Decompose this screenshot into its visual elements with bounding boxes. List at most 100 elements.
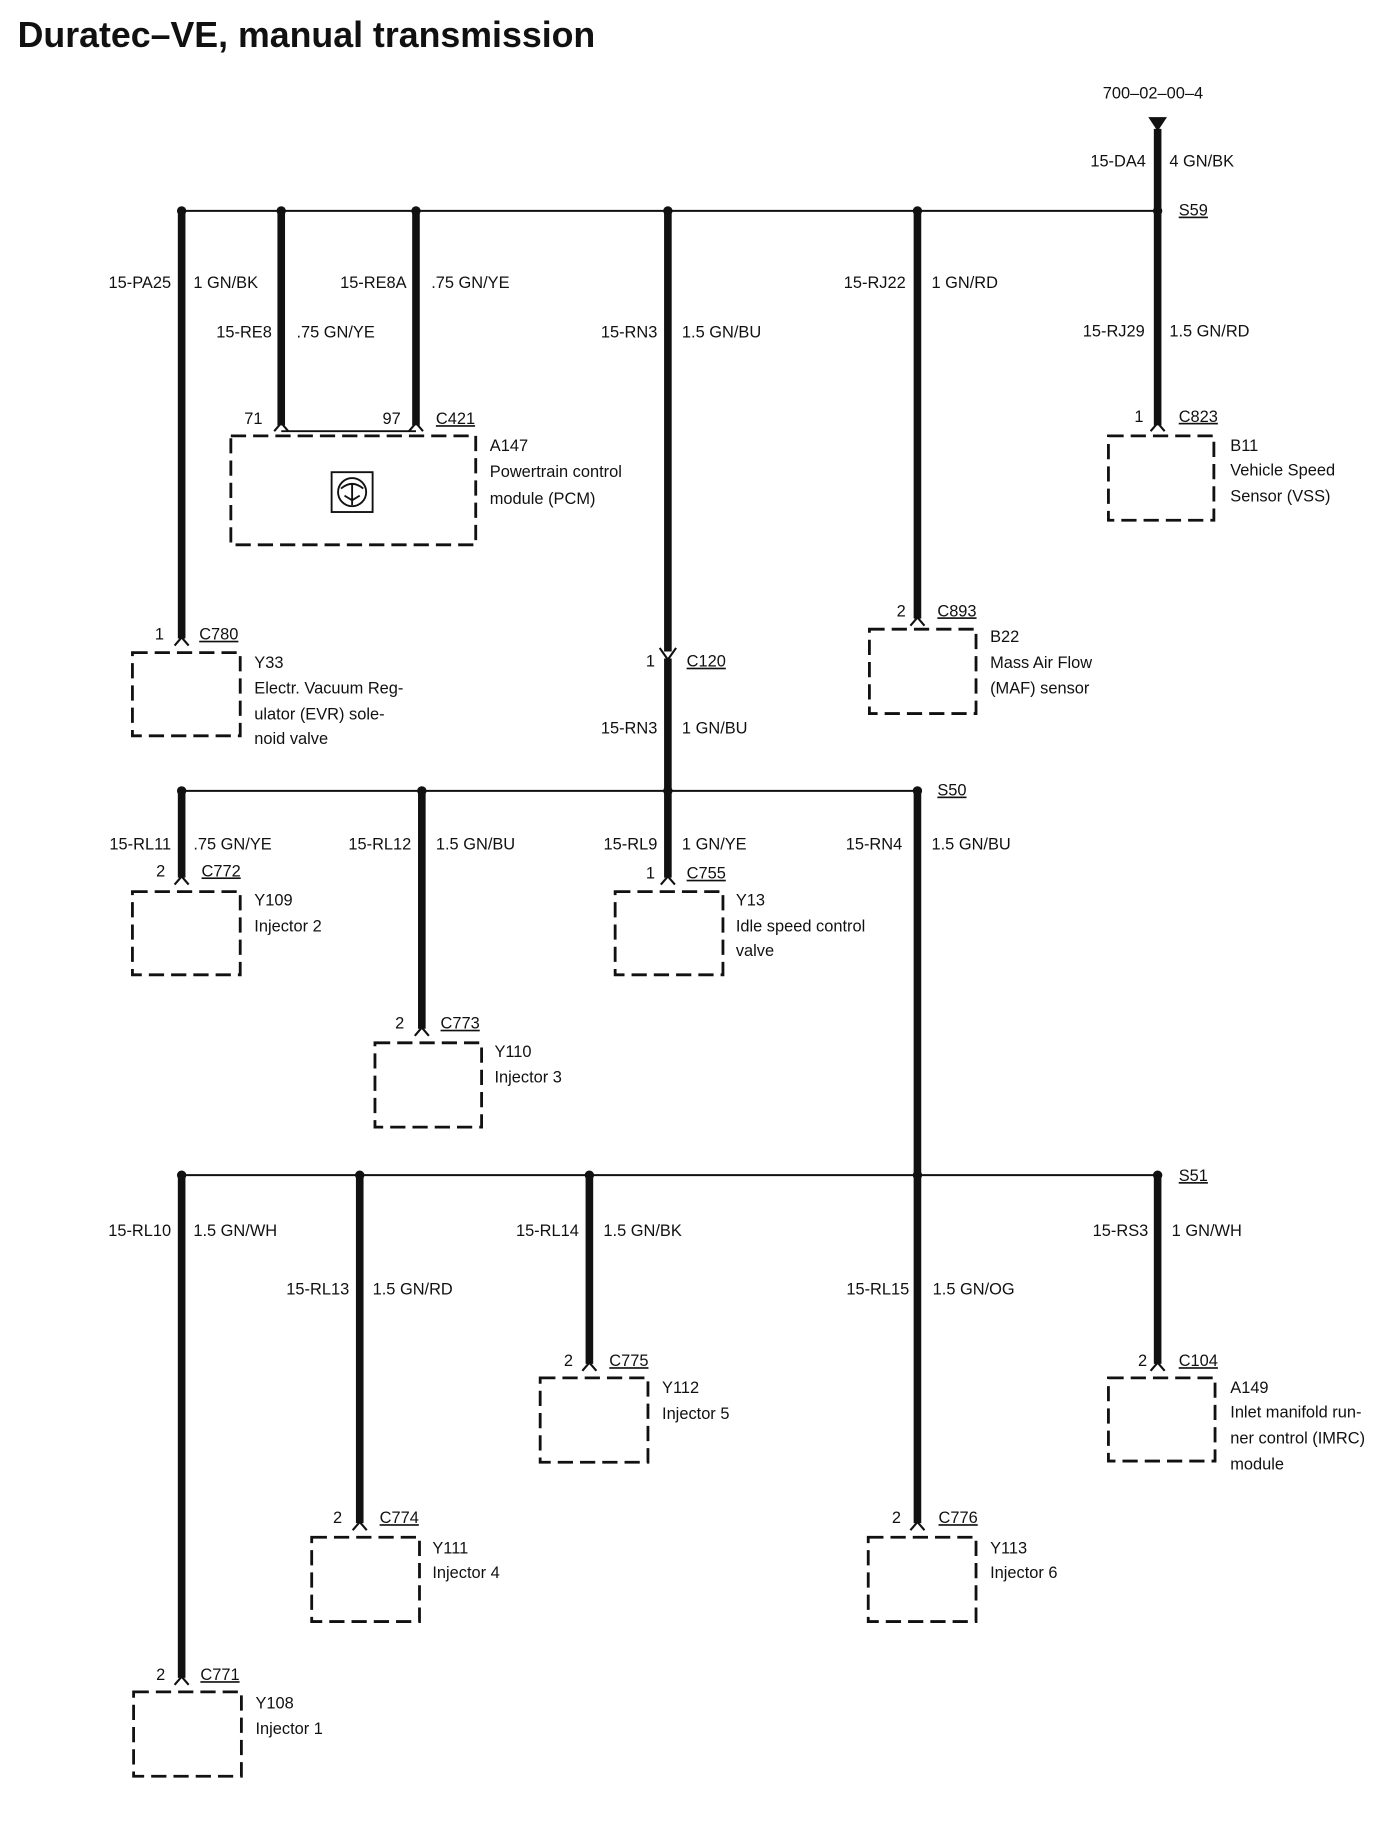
component-description-line: Injector 1 bbox=[255, 1720, 322, 1738]
wire-15-pa25: 15-PA25 1 GN/BK bbox=[109, 210, 258, 639]
connector-pin-number: 97 bbox=[383, 410, 401, 428]
component-description-line: valve bbox=[736, 942, 774, 960]
connector-pin-icon bbox=[1149, 1361, 1166, 1372]
component-description-line: Idle speed control bbox=[736, 917, 865, 935]
wire-code: 15-RL15 bbox=[846, 1281, 909, 1299]
wire-spec: 1.5 GN/RD bbox=[373, 1281, 453, 1299]
component-description-line: module (PCM) bbox=[490, 490, 596, 508]
component-y112: Y112 Injector 5 bbox=[538, 1376, 729, 1464]
connector-id: C772 bbox=[202, 862, 241, 880]
wire-15-rl15: 15-RL15 1.5 GN/OG bbox=[846, 1175, 1015, 1524]
wire-spec: 1 GN/BU bbox=[682, 719, 748, 737]
page-reference: 700–02–00–4 bbox=[1103, 84, 1203, 132]
wire-spec: 1 GN/WH bbox=[1172, 1222, 1242, 1240]
component-id: Y108 bbox=[255, 1694, 293, 1712]
connector-id: C421 bbox=[436, 410, 475, 428]
wire-spec: 1.5 GN/RD bbox=[1169, 322, 1249, 340]
component-description-line: Injector 3 bbox=[494, 1069, 561, 1087]
connector-id: C780 bbox=[199, 626, 238, 644]
component-b11: B11 Vehicle Speed Sensor (VSS) bbox=[1107, 434, 1335, 522]
connector-c773: 2 C773 bbox=[395, 1015, 480, 1037]
component-outline bbox=[229, 434, 478, 547]
connector-c772: 2 C772 bbox=[156, 862, 241, 886]
component-id: Y13 bbox=[736, 892, 765, 910]
component-id: Y113 bbox=[990, 1540, 1027, 1558]
connector-pin-number: 2 bbox=[564, 1352, 573, 1370]
component-outline bbox=[1107, 434, 1216, 522]
connector-pin-icon bbox=[909, 1520, 926, 1531]
component-outline bbox=[866, 1535, 978, 1623]
connector-pin-icon bbox=[173, 1675, 190, 1686]
connector-c755: 1 C755 bbox=[646, 865, 726, 886]
connector-id: C104 bbox=[1179, 1352, 1218, 1370]
connector-pin-number: 2 bbox=[333, 1509, 342, 1527]
component-description-line: Powertrain control bbox=[490, 463, 622, 481]
connector-pin-number: 2 bbox=[395, 1015, 404, 1033]
wire-spec: 1 GN/BK bbox=[193, 274, 258, 292]
component-outline bbox=[1107, 1376, 1217, 1463]
wire-15-rs3: 15-RS3 1 GN/WH bbox=[1093, 1175, 1242, 1364]
wire-code: 15-RL14 bbox=[516, 1222, 579, 1240]
component-description-line: Sensor (VSS) bbox=[1230, 487, 1330, 505]
component-id: A147 bbox=[490, 437, 528, 455]
component-y109: Y109 Injector 2 bbox=[131, 890, 322, 977]
wire-spec: .75 GN/YE bbox=[296, 323, 374, 341]
connector-c780: 1 C780 bbox=[155, 626, 238, 647]
component-description-line: (MAF) sensor bbox=[990, 680, 1090, 698]
wire-code: 15-DA4 bbox=[1090, 152, 1146, 170]
wire-15-rl10: 15-RL10 1.5 GN/WH bbox=[108, 1175, 277, 1678]
connector-c421: 71 97 C421 bbox=[244, 410, 475, 433]
wire-code: 15-RL10 bbox=[108, 1222, 171, 1240]
wire-spec: 1.5 GN/BK bbox=[603, 1222, 681, 1240]
component-y33: Y33 Electr. Vacuum Reg- ulator (EVR) sol… bbox=[131, 651, 403, 748]
connector-id: C893 bbox=[937, 602, 976, 620]
wire-code: 15-RJ22 bbox=[844, 274, 906, 292]
wire-code: 15-RL13 bbox=[286, 1281, 349, 1299]
wire-spec: 1.5 GN/WH bbox=[193, 1222, 277, 1240]
connector-pin-number: 2 bbox=[892, 1509, 901, 1527]
component-y111: Y111 Injector 4 bbox=[310, 1535, 500, 1623]
connector-pin-icon bbox=[273, 421, 290, 432]
connector-pin-icon bbox=[413, 1025, 430, 1037]
connector-pin-number: 1 bbox=[646, 865, 655, 883]
esd-sensitive-icon bbox=[330, 471, 374, 513]
component-y113: Y113 Injector 6 bbox=[866, 1535, 1058, 1623]
connector-id: C755 bbox=[687, 865, 726, 883]
component-id: Y109 bbox=[254, 892, 292, 910]
wire-code: 15-PA25 bbox=[109, 274, 172, 292]
splice-label: S59 bbox=[1179, 202, 1208, 220]
wire-code: 15-RS3 bbox=[1093, 1222, 1149, 1240]
wire-15-rl11: 15-RL11 .75 GN/YE bbox=[109, 790, 272, 878]
wire-15-rl12: 15-RL12 1.5 GN/BU bbox=[348, 790, 515, 1029]
wire-code: 15-RJ29 bbox=[1083, 322, 1145, 340]
component-outline bbox=[131, 651, 242, 738]
wire-15-rl9: 15-RL9 1 GN/YE bbox=[604, 790, 747, 878]
connector-id: C774 bbox=[380, 1509, 419, 1527]
connector-pin-icon bbox=[351, 1520, 368, 1531]
continuation-arrow-icon bbox=[1148, 117, 1168, 132]
wire-spec: 1 GN/RD bbox=[932, 274, 999, 292]
wire-code: 15-RL12 bbox=[348, 835, 411, 853]
page-title: Duratec–VE, manual transmission bbox=[18, 15, 596, 55]
component-outline bbox=[538, 1376, 650, 1464]
connector-pin-icon bbox=[909, 615, 926, 627]
component-a147: A147 Powertrain control module (PCM) bbox=[229, 434, 622, 547]
component-description-line: module bbox=[1230, 1455, 1284, 1473]
connector-id: C823 bbox=[1179, 408, 1218, 426]
connector-c104: 2 C104 bbox=[1138, 1352, 1218, 1372]
wire-spec: 4 GN/BK bbox=[1169, 152, 1234, 170]
connector-pin-icon bbox=[173, 874, 190, 886]
wire-15-rj29: 15-RJ29 1.5 GN/RD bbox=[1083, 210, 1250, 426]
component-id: B22 bbox=[990, 628, 1019, 646]
wire-spec: 1 GN/YE bbox=[682, 835, 747, 853]
connector-pin-icon bbox=[173, 635, 190, 647]
component-y108: Y108 Injector 1 bbox=[132, 1690, 323, 1778]
wire-15-rn3-lower: 15-RN3 1 GN/BU bbox=[601, 658, 748, 791]
wire-code: 15-RL9 bbox=[604, 835, 658, 853]
wire-15-rn3-upper: 15-RN3 1.5 GN/BU bbox=[601, 210, 761, 652]
component-outline bbox=[310, 1535, 421, 1623]
component-description-line: noid valve bbox=[254, 730, 328, 748]
wire-spec: 1.5 GN/OG bbox=[933, 1281, 1015, 1299]
wire-spec: 1.5 GN/BU bbox=[436, 835, 515, 853]
